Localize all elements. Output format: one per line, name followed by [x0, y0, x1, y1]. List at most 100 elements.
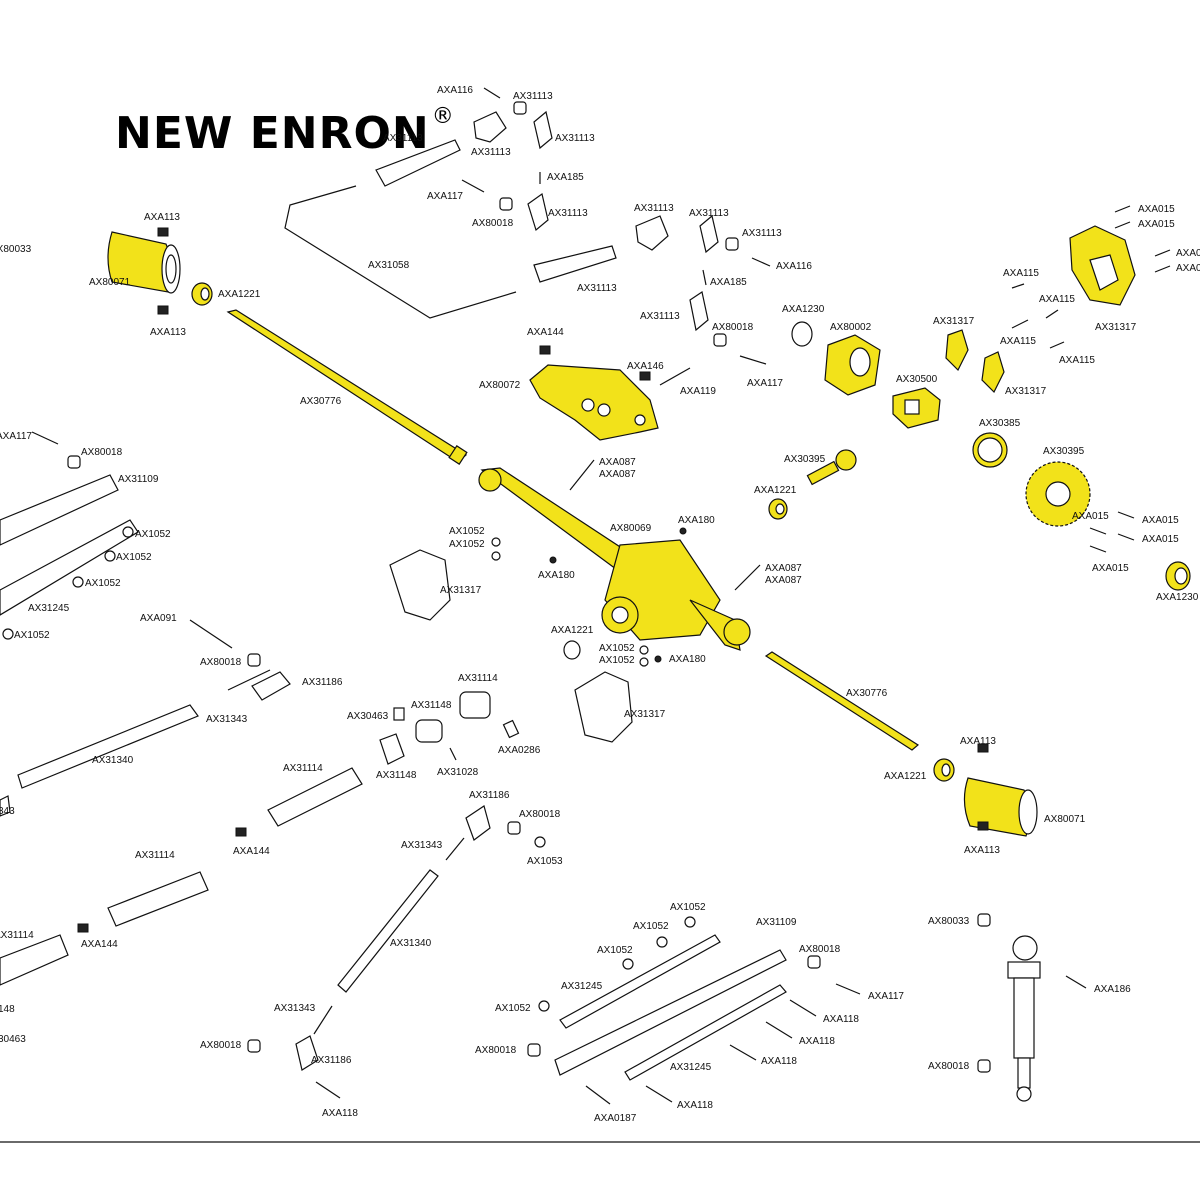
bracket-left — [389, 549, 451, 621]
part-label: AX31148 — [376, 770, 417, 781]
part-label: AXA113 — [960, 736, 996, 747]
left-link-2 — [0, 519, 139, 616]
part-label: AX1052 — [599, 655, 635, 666]
part-label: AXA116 — [437, 85, 473, 96]
screws — [31, 87, 1171, 1105]
part-label: AX1052 — [599, 643, 635, 654]
part-label: AX1052 — [449, 539, 485, 550]
part-label: AX31113 — [640, 311, 680, 322]
tube-1 — [267, 767, 363, 827]
bearing-1230 — [791, 321, 813, 347]
part-label: AX30395 — [1043, 446, 1085, 457]
part-label: AX1052 — [85, 578, 121, 589]
part-label: AX80018 — [475, 1045, 517, 1056]
lower-link-2 — [554, 949, 787, 1076]
axle-cup-left — [107, 231, 181, 294]
tube-2 — [0, 934, 69, 986]
part-labels: AXA116 AX31113 AX31113 AX31113 AX31113 A… — [0, 85, 1200, 1124]
pinion-gear — [806, 449, 857, 486]
part-label: AX31113 — [742, 228, 782, 239]
part-label: AXA118 — [322, 1108, 358, 1119]
part-label: AXA144 — [527, 327, 564, 338]
part-label: AX80002 — [830, 322, 872, 333]
part-label: AX1052 — [495, 1003, 531, 1014]
part-label: AX80018 — [712, 322, 754, 333]
part-label: AX31113 — [548, 208, 588, 219]
part-label: AXA015 — [1142, 534, 1179, 545]
part-label: AXA186 — [1094, 984, 1131, 995]
part-label: AXA119 — [680, 386, 716, 397]
part-label: AX1052 — [116, 552, 152, 563]
sway-bar — [284, 185, 517, 319]
part-label: AXA116 — [776, 261, 812, 272]
part-label: AXA015 — [1176, 248, 1200, 259]
part-label: AXA117 — [747, 378, 783, 389]
diff-case — [824, 334, 881, 396]
part-label: AX31343 — [274, 1003, 316, 1014]
part-label: AXA1230 — [1156, 592, 1199, 603]
part-label: AXA117 — [0, 431, 32, 442]
part-label: AXA1221 — [754, 485, 797, 496]
diff-cover — [1069, 225, 1136, 306]
part-label: AX31343 — [401, 840, 443, 851]
part-label: AXA118 — [677, 1100, 713, 1111]
part-label: AXA0187 — [594, 1113, 637, 1124]
part-label: AX31245 — [670, 1062, 712, 1073]
splined-tube — [107, 871, 209, 927]
part-label: AX31114 — [135, 850, 175, 861]
part-label: AXA015 — [1138, 219, 1175, 230]
part-label: AX30463 — [347, 711, 389, 722]
part-label: AX80071 — [1044, 814, 1086, 825]
part-label: 148 — [0, 1004, 15, 1015]
rod-tube-1 — [17, 704, 199, 789]
part-label: 30463 — [0, 1034, 26, 1045]
part-label: AXA1221 — [551, 625, 594, 636]
part-label: AXA1221 — [884, 771, 927, 782]
part-label: AX80071 — [89, 277, 131, 288]
part-label: AX1052 — [135, 529, 171, 540]
part-label: AXA091 — [140, 613, 177, 624]
upper-link-1 — [375, 139, 461, 187]
part-label: AX31317 — [440, 585, 482, 596]
part-label: AXA015 — [1142, 515, 1179, 526]
part-label: AXA144 — [233, 846, 270, 857]
part-label: AX31113 — [383, 133, 423, 144]
part-label: AX31114 — [0, 930, 34, 941]
part-label: AXA015 — [1138, 204, 1175, 215]
part-label: AX80033 — [0, 244, 32, 255]
part-label: AXA015 — [1072, 511, 1109, 522]
bracket-mount-2 — [981, 351, 1005, 394]
part-label: AX30500 — [896, 374, 938, 385]
axle-housing — [478, 467, 751, 651]
part-label: AX80018 — [472, 218, 514, 229]
part-label: AX31114 — [458, 673, 498, 684]
part-label: AXA1221 — [218, 289, 261, 300]
registered-mark: ® — [431, 104, 455, 129]
part-label: AX80018 — [519, 809, 561, 820]
part-label: AX1053 — [527, 856, 563, 867]
part-label: AXA118 — [823, 1014, 859, 1025]
part-label: AX1052 — [449, 526, 485, 537]
part-label: AX31113 — [513, 91, 553, 102]
part-label: AX31186 — [311, 1055, 352, 1066]
part-label: AX31113 — [471, 147, 511, 158]
bracket-lower — [574, 671, 633, 743]
spool — [892, 387, 941, 429]
part-label: AX31317 — [624, 709, 666, 720]
part-label: AXA118 — [761, 1056, 797, 1067]
part-label: AX1052 — [14, 630, 50, 641]
part-label: AX31109 — [118, 474, 159, 485]
part-label: AXA087 — [765, 563, 802, 574]
part-label: AXA180 — [538, 570, 575, 581]
part-label: AX80018 — [799, 944, 841, 955]
part-label: AXA115 — [1000, 336, 1036, 347]
lower-link-1 — [559, 934, 721, 1029]
ring-gear — [1025, 461, 1091, 527]
part-label: AX80018 — [928, 1061, 970, 1072]
part-label: AX31113 — [689, 208, 729, 219]
part-label: 343 — [0, 806, 15, 817]
ring-shim-hole — [977, 437, 1003, 463]
part-label: AXA115 — [1059, 355, 1095, 366]
link-mount — [529, 364, 659, 441]
part-label: AXA185 — [710, 277, 747, 288]
